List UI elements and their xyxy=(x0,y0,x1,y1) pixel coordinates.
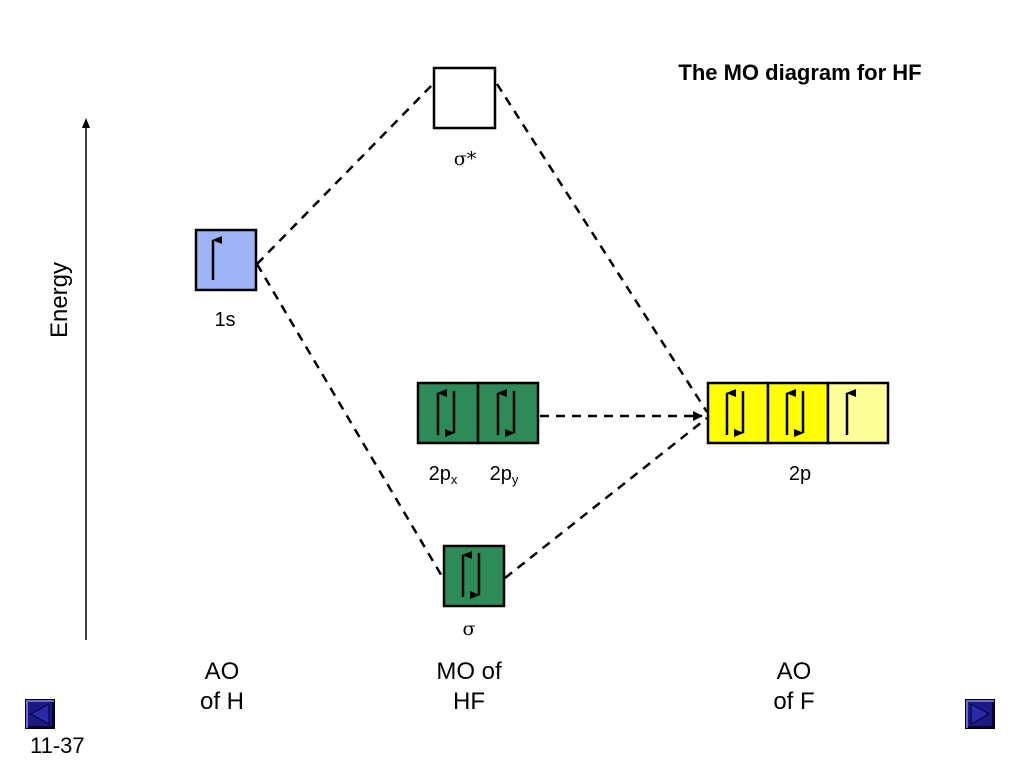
triangle-right-icon xyxy=(970,703,991,725)
next-slide-button[interactable] xyxy=(965,699,995,729)
nonbonding-2px-orbital-box xyxy=(416,381,480,445)
column-label-line: MO of xyxy=(436,658,502,685)
sigma-label: σ xyxy=(462,618,476,640)
nonbonding-2py-label: 2py xyxy=(489,463,519,487)
column-label-ao-f: AO of F xyxy=(734,657,854,717)
column-label-line: AO xyxy=(776,658,812,685)
f-2p-orbital-box-1 xyxy=(706,381,770,445)
h-1s-orbital-box xyxy=(194,228,258,292)
correlation-line-sigma-star-f2p xyxy=(495,83,709,413)
f-2p-label: 2p xyxy=(788,463,812,485)
nonbonding-2py-orbital-box xyxy=(476,381,540,445)
diagram-title: The MO diagram for HF xyxy=(678,60,922,85)
h-1s-label: 1s xyxy=(214,309,236,331)
correlation-line-h1s-sigma-star xyxy=(256,83,434,265)
column-label-ao-h: AO of H xyxy=(162,657,282,717)
nonbonding-2px-label: 2px xyxy=(428,463,458,487)
f-2p-orbital-box-3 xyxy=(826,381,890,445)
triangle-left-icon xyxy=(29,703,50,725)
f-2p-orbital-box-2 xyxy=(766,381,830,445)
correlation-line-sigma-f2p xyxy=(504,417,708,579)
sigma-orbital-box xyxy=(442,544,506,608)
column-label-line: HF xyxy=(453,688,485,715)
correlation-line-h1s-sigma xyxy=(255,263,445,579)
column-label-line: AO xyxy=(204,658,240,685)
sigma-star-label: σ* xyxy=(453,148,477,170)
energy-axis-arrowhead xyxy=(82,118,90,128)
column-label-mo-hf: MO of HF xyxy=(409,657,529,717)
previous-slide-button[interactable] xyxy=(25,699,55,729)
column-label-line: of H xyxy=(199,688,244,715)
slide-number: 11-37 xyxy=(30,733,85,758)
column-label-line: of F xyxy=(773,688,815,715)
sigma-star-orbital-box xyxy=(432,66,497,130)
